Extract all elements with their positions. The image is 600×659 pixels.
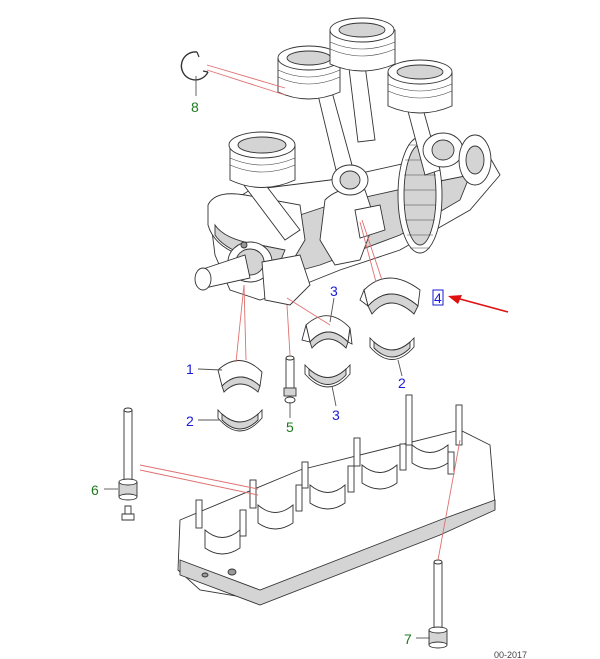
piston-3	[329, 17, 396, 72]
arrow-head-icon	[448, 295, 462, 304]
bearing-shell-1	[217, 360, 263, 393]
callout-3-upper[interactable]: 3	[330, 283, 338, 299]
callout-7[interactable]: 7	[404, 631, 412, 647]
long-bolt-6	[118, 407, 138, 521]
highlight-arrow	[459, 298, 509, 313]
callout-8[interactable]: 8	[191, 99, 199, 115]
callout-1[interactable]: 1	[186, 361, 194, 377]
long-bolt-7	[428, 559, 448, 649]
figure-code: 00-2017	[494, 650, 527, 659]
thrust-bearing-3-lower	[304, 363, 351, 388]
callout-4[interactable]: 4	[434, 290, 442, 306]
callout-3-lower[interactable]: 3	[332, 407, 340, 423]
callout-2-right[interactable]: 2	[398, 375, 406, 391]
highlight-marker	[432, 289, 509, 313]
bearing-shell-2-left	[217, 408, 263, 432]
bearing-shell-4	[359, 277, 421, 315]
bearing-shell-2-right	[369, 336, 415, 360]
leader-lines	[104, 64, 461, 639]
piston-2	[277, 45, 341, 100]
dowel-bolt-5	[283, 355, 297, 404]
callout-labels: 8 1 2 3 3 4 2 5 6 7	[91, 99, 442, 647]
bedplate	[177, 394, 496, 606]
circlip-part	[180, 51, 209, 81]
piston-1	[228, 131, 296, 188]
crankshaft-piston-assembly	[194, 17, 501, 306]
callout-2-left[interactable]: 2	[186, 413, 194, 429]
piston-4	[387, 59, 453, 114]
callout-5[interactable]: 5	[286, 419, 294, 435]
callout-6[interactable]: 6	[91, 482, 99, 498]
highlight-box	[432, 289, 444, 306]
thrust-bearing-3-upper	[301, 315, 353, 349]
